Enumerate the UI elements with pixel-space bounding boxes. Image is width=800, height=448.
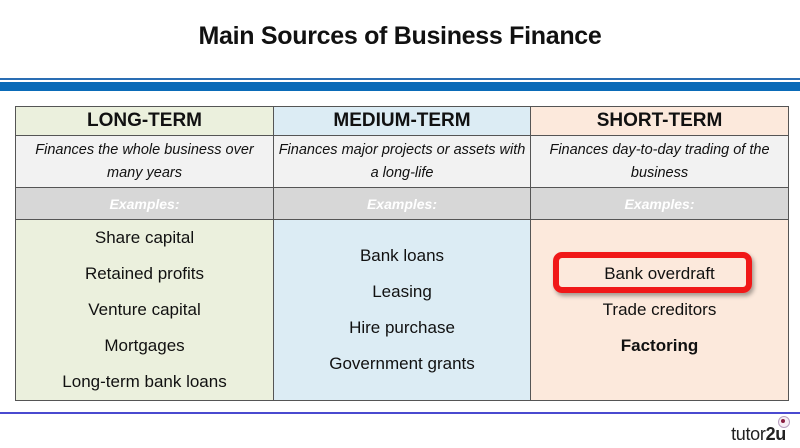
heading-medium-term: MEDIUM-TERM <box>273 106 531 136</box>
list-item: Venture capital <box>88 300 201 319</box>
description-medium-term: Finances major projects or assets with a… <box>273 135 531 188</box>
description-long-term: Finances the whole business over many ye… <box>15 135 274 188</box>
list-item: Trade creditors <box>602 300 717 319</box>
flower-icon <box>778 416 790 428</box>
examples-row: Share capital Retained profits Venture c… <box>15 219 789 401</box>
description-row: Finances the whole business over many ye… <box>15 135 789 188</box>
tutor2u-logo: tutor2u <box>731 424 786 445</box>
finance-sources-table: LONG-TERM MEDIUM-TERM SHORT-TERM Finance… <box>15 106 789 401</box>
examples-short-term: Bank overdraft Trade creditors Factoring <box>530 219 789 401</box>
examples-medium-term: Bank loans Leasing Hire purchase Governm… <box>273 219 531 401</box>
examples-label-row: Examples: Examples: Examples: <box>15 187 789 220</box>
list-item: Government grants <box>329 354 475 373</box>
logo-text-bold: 2u <box>765 424 787 444</box>
list-item-bold: Factoring <box>620 336 699 355</box>
heading-row: LONG-TERM MEDIUM-TERM SHORT-TERM <box>15 106 789 136</box>
description-short-term: Finances day-to-day trading of the busin… <box>530 135 789 188</box>
examples-long-term: Share capital Retained profits Venture c… <box>15 219 274 401</box>
highlight-box <box>553 252 752 293</box>
list-item: Long-term bank loans <box>62 372 227 391</box>
examples-label-long-term: Examples: <box>15 187 274 220</box>
examples-label-short-term: Examples: <box>530 187 789 220</box>
heading-short-term: SHORT-TERM <box>530 106 789 136</box>
header-divider-thin <box>0 78 800 80</box>
examples-label-medium-term: Examples: <box>273 187 531 220</box>
list-item: Mortgages <box>104 336 185 355</box>
list-item-highlighted: Bank overdraft <box>604 264 715 283</box>
list-item: Share capital <box>94 228 195 247</box>
heading-long-term: LONG-TERM <box>15 106 274 136</box>
logo-text: tutor <box>731 424 766 444</box>
list-item: Hire purchase <box>349 318 455 337</box>
page-title: Main Sources of Business Finance <box>198 22 602 50</box>
footer-divider <box>0 412 800 414</box>
list-item: Leasing <box>372 282 432 301</box>
list-item: Retained profits <box>84 264 205 283</box>
header-divider-band <box>0 82 800 91</box>
list-item: Bank loans <box>359 246 445 265</box>
